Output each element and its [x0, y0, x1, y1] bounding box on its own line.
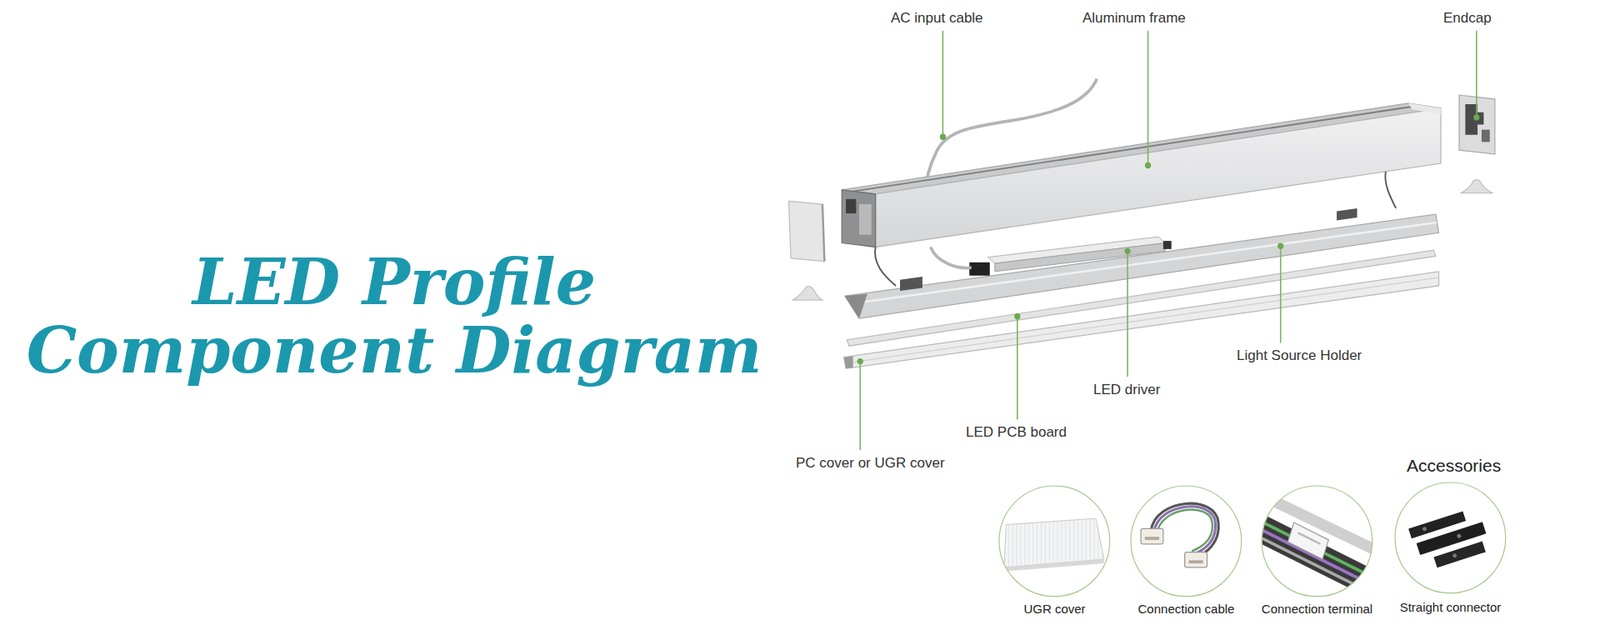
accessory-label: Straight connector: [1400, 600, 1502, 615]
left-endcap: [789, 200, 825, 261]
holder-bracket: [1336, 208, 1357, 221]
leader-lines: [857, 30, 1480, 450]
circle-outline: [1261, 485, 1373, 597]
circle-outline: [998, 485, 1111, 598]
pc-cover: [844, 271, 1440, 369]
part-label: Endcap: [1443, 10, 1492, 27]
endcap-detail: [1481, 130, 1490, 143]
straight-connector-picture: [1408, 506, 1492, 573]
circle-outline: [1395, 482, 1506, 594]
leader-dot: [857, 358, 864, 365]
circle-outline: [1130, 485, 1242, 597]
frame-end-detail: [845, 199, 856, 214]
right-clip: [1460, 180, 1493, 194]
ugr-cover-picture: [1004, 518, 1105, 572]
aluminum-frame: [841, 103, 1441, 248]
holder-bracket: [900, 276, 923, 291]
ugr-edge: [1004, 559, 1105, 572]
leader-line: [1147, 30, 1150, 166]
led-driver: [969, 236, 1171, 276]
part-label: LED driver: [1093, 381, 1160, 399]
terminal-wire: [1255, 518, 1378, 580]
left-endcap-edge: [822, 204, 825, 262]
driver-terminal: [969, 262, 990, 276]
plug-pin: [1189, 560, 1204, 564]
leader-dot: [1473, 114, 1480, 120]
section-heading: Accessories: [1406, 455, 1501, 476]
leader-line: [942, 30, 945, 137]
driver-front: [995, 243, 1165, 272]
circle-outline: [1394, 481, 1507, 595]
terminal-pin: [1298, 532, 1321, 544]
leader-line: [1280, 245, 1282, 343]
part-label: Light Source Holder: [1236, 347, 1362, 365]
accessory-circle: Straight connector: [1394, 481, 1507, 595]
holder-end: [845, 294, 868, 319]
driver-terminal: [1163, 240, 1172, 250]
accessory-label: Connection cable: [1138, 601, 1235, 617]
connector-bar: [1433, 541, 1485, 569]
connector-hole: [1456, 533, 1462, 539]
connector-hole: [1421, 526, 1427, 532]
accessory-circle: Connection cable: [1130, 485, 1243, 598]
connector-hole: [1452, 553, 1458, 559]
part-label: LED PCB board: [965, 424, 1067, 441]
cable-wire: [1157, 510, 1213, 552]
leader-dot: [940, 134, 946, 140]
terminal-block: [1287, 522, 1329, 560]
circle-outline: [999, 485, 1110, 597]
page-title: LED Profile Component Diagram: [6, 248, 782, 385]
leader-dot: [1014, 313, 1020, 320]
cable-plug: [1140, 528, 1164, 544]
part-label: Aluminum frame: [1082, 10, 1186, 27]
internal-wire: [875, 246, 896, 286]
circle-outline: [1260, 485, 1374, 598]
internal-wire: [1385, 171, 1396, 209]
frame-edge: [1408, 103, 1441, 115]
part-label: AC input cable: [890, 10, 984, 27]
left-clip: [792, 286, 823, 301]
ac-cable: [930, 246, 972, 268]
ugr-panel: [1004, 518, 1105, 568]
accessory-circle: Connection terminal: [1260, 485, 1374, 598]
connector-bars: [1408, 506, 1492, 573]
cover-body: [844, 271, 1440, 369]
leader-dot: [1124, 248, 1130, 255]
leader-line: [1475, 30, 1478, 118]
accessory-label: Connection terminal: [1261, 601, 1373, 617]
accessory-label: UGR cover: [1023, 601, 1085, 617]
cable-plug: [1185, 552, 1208, 568]
cover-end: [844, 355, 854, 369]
frame-end-detail: [859, 204, 872, 235]
endcap-detail: [1465, 104, 1484, 135]
leader-dot: [1145, 162, 1151, 169]
leader-dot: [1277, 243, 1284, 250]
leader-line: [1126, 250, 1129, 377]
circle-outline: [1130, 485, 1243, 598]
frame-end: [841, 190, 875, 248]
ugr-grid: [1004, 518, 1105, 568]
connection-cable-picture: [1140, 503, 1219, 568]
leader-line: [1016, 316, 1019, 420]
accessory-circle: UGR cover: [998, 485, 1111, 598]
plug-pin: [1145, 536, 1160, 540]
terminal-strip: [1255, 510, 1378, 602]
part-label: PC cover or UGR cover: [795, 455, 945, 472]
leader-line: [859, 361, 861, 451]
